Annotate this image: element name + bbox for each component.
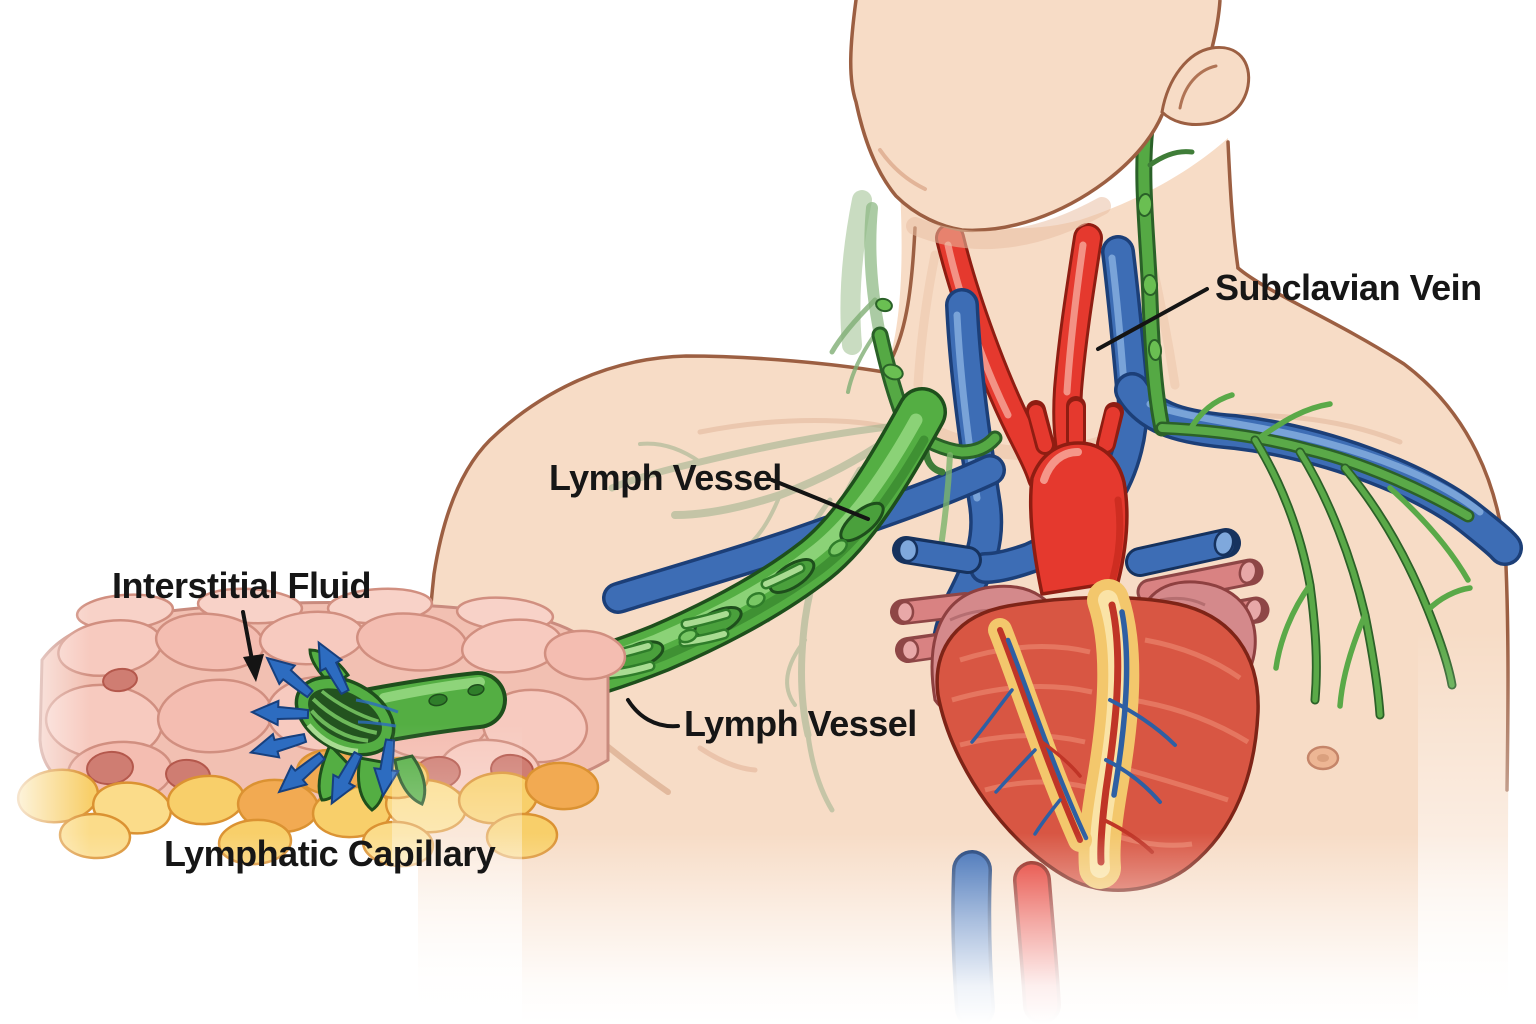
pointer-lymph-vessel-upper [770, 478, 870, 521]
nipple-center [1317, 754, 1329, 762]
face [848, 0, 1251, 250]
pointer-subclavian-vein [1096, 287, 1209, 351]
label-lymph-vessel-upper: Lymph Vessel [549, 457, 782, 498]
tissue-block [16, 587, 627, 868]
label-subclavian-vein: Subclavian Vein [1215, 267, 1482, 308]
label-lymphatic-capillary: Lymphatic Capillary [164, 833, 496, 874]
pointer-lymph-vessel-lower [626, 698, 680, 729]
coronary-lad [970, 618, 1092, 852]
face-fill [850, 0, 1220, 231]
ear-icon [1160, 45, 1251, 126]
aortic-arch [1026, 396, 1129, 596]
heart [890, 528, 1270, 892]
pointer-interstitial-fluid [241, 610, 254, 662]
lymphatic-capillary-opening [294, 648, 507, 812]
pointer-lines [241, 287, 1209, 729]
label-interstitial-fluid: Interstitial Fluid [112, 565, 372, 606]
face-outline [848, 0, 1164, 233]
fade-overlays [0, 588, 1536, 1024]
label-lymph-vessel-lower: Lymph Vessel [684, 703, 917, 744]
pointer-interstitial-arrowhead [243, 654, 264, 682]
